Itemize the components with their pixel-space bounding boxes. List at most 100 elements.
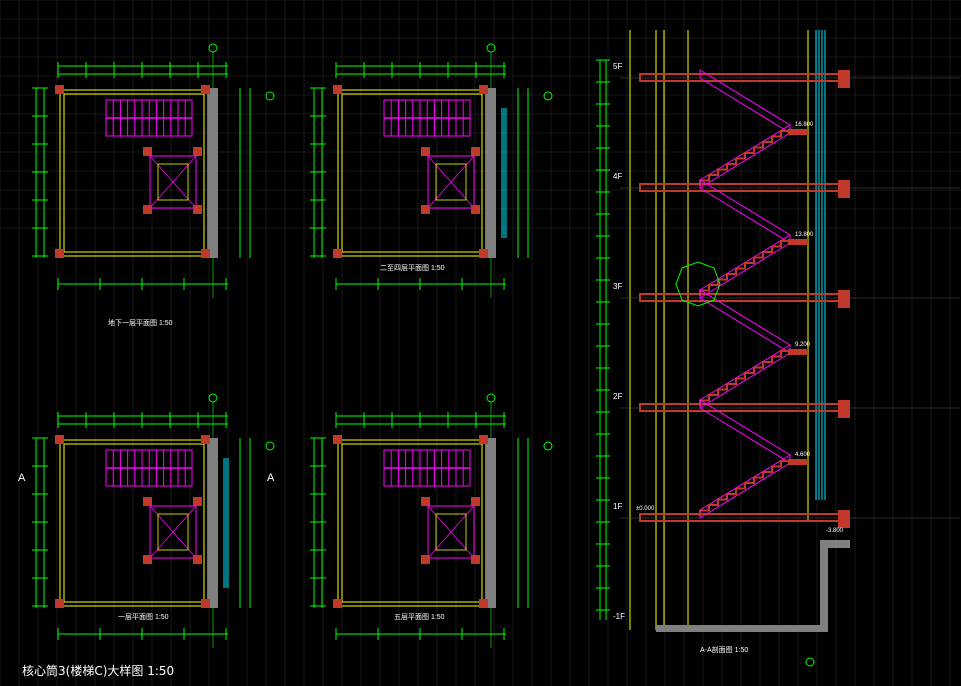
grid-bubble (208, 393, 218, 403)
column (201, 599, 210, 608)
stair-treads (699, 240, 790, 296)
landing (788, 129, 808, 135)
column (421, 497, 430, 506)
column (471, 497, 480, 506)
elevator-shaft (427, 155, 475, 209)
column (333, 435, 342, 444)
column (201, 85, 210, 94)
section-grid-bubble (805, 657, 815, 667)
column (421, 205, 430, 214)
grid-bubble (543, 441, 553, 451)
section-drawing (596, 30, 960, 667)
column (55, 249, 64, 258)
outer-wall (337, 439, 487, 607)
column (421, 147, 430, 156)
grid-bubble (543, 91, 553, 101)
floor-label-2f: 2F (613, 392, 623, 401)
landing (788, 459, 808, 465)
column (421, 555, 430, 564)
edge-beam (838, 70, 850, 88)
level-label-b1: -3.800 (826, 528, 844, 534)
caption-plan-basement: 地下一层平面图 1:50 (108, 320, 173, 327)
core-wall (208, 438, 218, 608)
stair-treads (699, 130, 790, 186)
edge-beam (838, 180, 850, 198)
column (333, 249, 342, 258)
inner-wall (63, 443, 205, 603)
elevator-shaft (427, 505, 475, 559)
elevator-shaft (149, 155, 197, 209)
level-label-1f: ±0.000 (636, 506, 655, 512)
column (471, 147, 480, 156)
level-label-3f: 9.200 (795, 342, 811, 348)
floor-label-1f: 1F (613, 502, 623, 511)
column (201, 435, 210, 444)
stair-flight-section (699, 399, 791, 464)
floor-label-5f: 5F (613, 62, 623, 71)
floor-label-3f: 3F (613, 282, 623, 291)
plan-basement-drawing (32, 43, 275, 298)
column (333, 599, 342, 608)
grid-bubble (265, 441, 275, 451)
inner-wall (341, 93, 483, 253)
stair-flight-section (699, 289, 791, 354)
column (479, 435, 488, 444)
elevator-car (435, 513, 467, 551)
plan-ground-drawing (32, 393, 275, 648)
basement-concrete (656, 540, 850, 632)
inner-wall (63, 93, 205, 253)
caption-plan-ground: 一层平面图 1:50 (118, 614, 169, 621)
elevator-shaft (149, 505, 197, 559)
column (193, 497, 202, 506)
grid-bubble (208, 43, 218, 53)
caption-section: A-A剖面图 1:50 (700, 647, 749, 654)
column (471, 555, 480, 564)
plan-roof-drawing (310, 393, 553, 648)
grid-bubble (265, 91, 275, 101)
column (55, 599, 64, 608)
core-wall (208, 88, 218, 258)
section-mark-right: A (267, 472, 275, 484)
column (55, 435, 64, 444)
floor-label-4f: 4F (613, 172, 623, 181)
outer-wall (59, 89, 209, 257)
elevator-car (435, 163, 467, 201)
edge-beam (838, 510, 850, 528)
octagon-callout (675, 261, 721, 307)
outer-wall (59, 439, 209, 607)
stair-treads (699, 350, 790, 406)
plan-upper-drawing (310, 43, 553, 298)
level-label-5f: 16.800 (795, 122, 814, 128)
column (479, 85, 488, 94)
column (479, 249, 488, 258)
column (193, 147, 202, 156)
column (143, 205, 152, 214)
column (143, 555, 152, 564)
column (471, 205, 480, 214)
drawing-title: 核心筒3(楼梯C)大样图 1:50 (22, 664, 175, 678)
stair-flight-section (699, 69, 791, 134)
edge-beam (838, 400, 850, 418)
column (55, 85, 64, 94)
landing (788, 239, 808, 245)
column (143, 497, 152, 506)
column (193, 205, 202, 214)
outer-wall (337, 89, 487, 257)
elevator-car (157, 513, 189, 551)
caption-plan-roof: 五层平面图 1:50 (394, 614, 445, 621)
level-label-2f: 4.600 (795, 452, 811, 458)
column (193, 555, 202, 564)
floor-label-b1: -1F (613, 612, 625, 621)
column (143, 147, 152, 156)
stair-flight-section (699, 179, 791, 244)
column (479, 599, 488, 608)
elevator-car (157, 163, 189, 201)
level-label-4f: 13.800 (795, 232, 814, 238)
column (333, 85, 342, 94)
section-mark-left: A (18, 472, 26, 484)
core-wall (486, 88, 496, 258)
core-wall (486, 438, 496, 608)
